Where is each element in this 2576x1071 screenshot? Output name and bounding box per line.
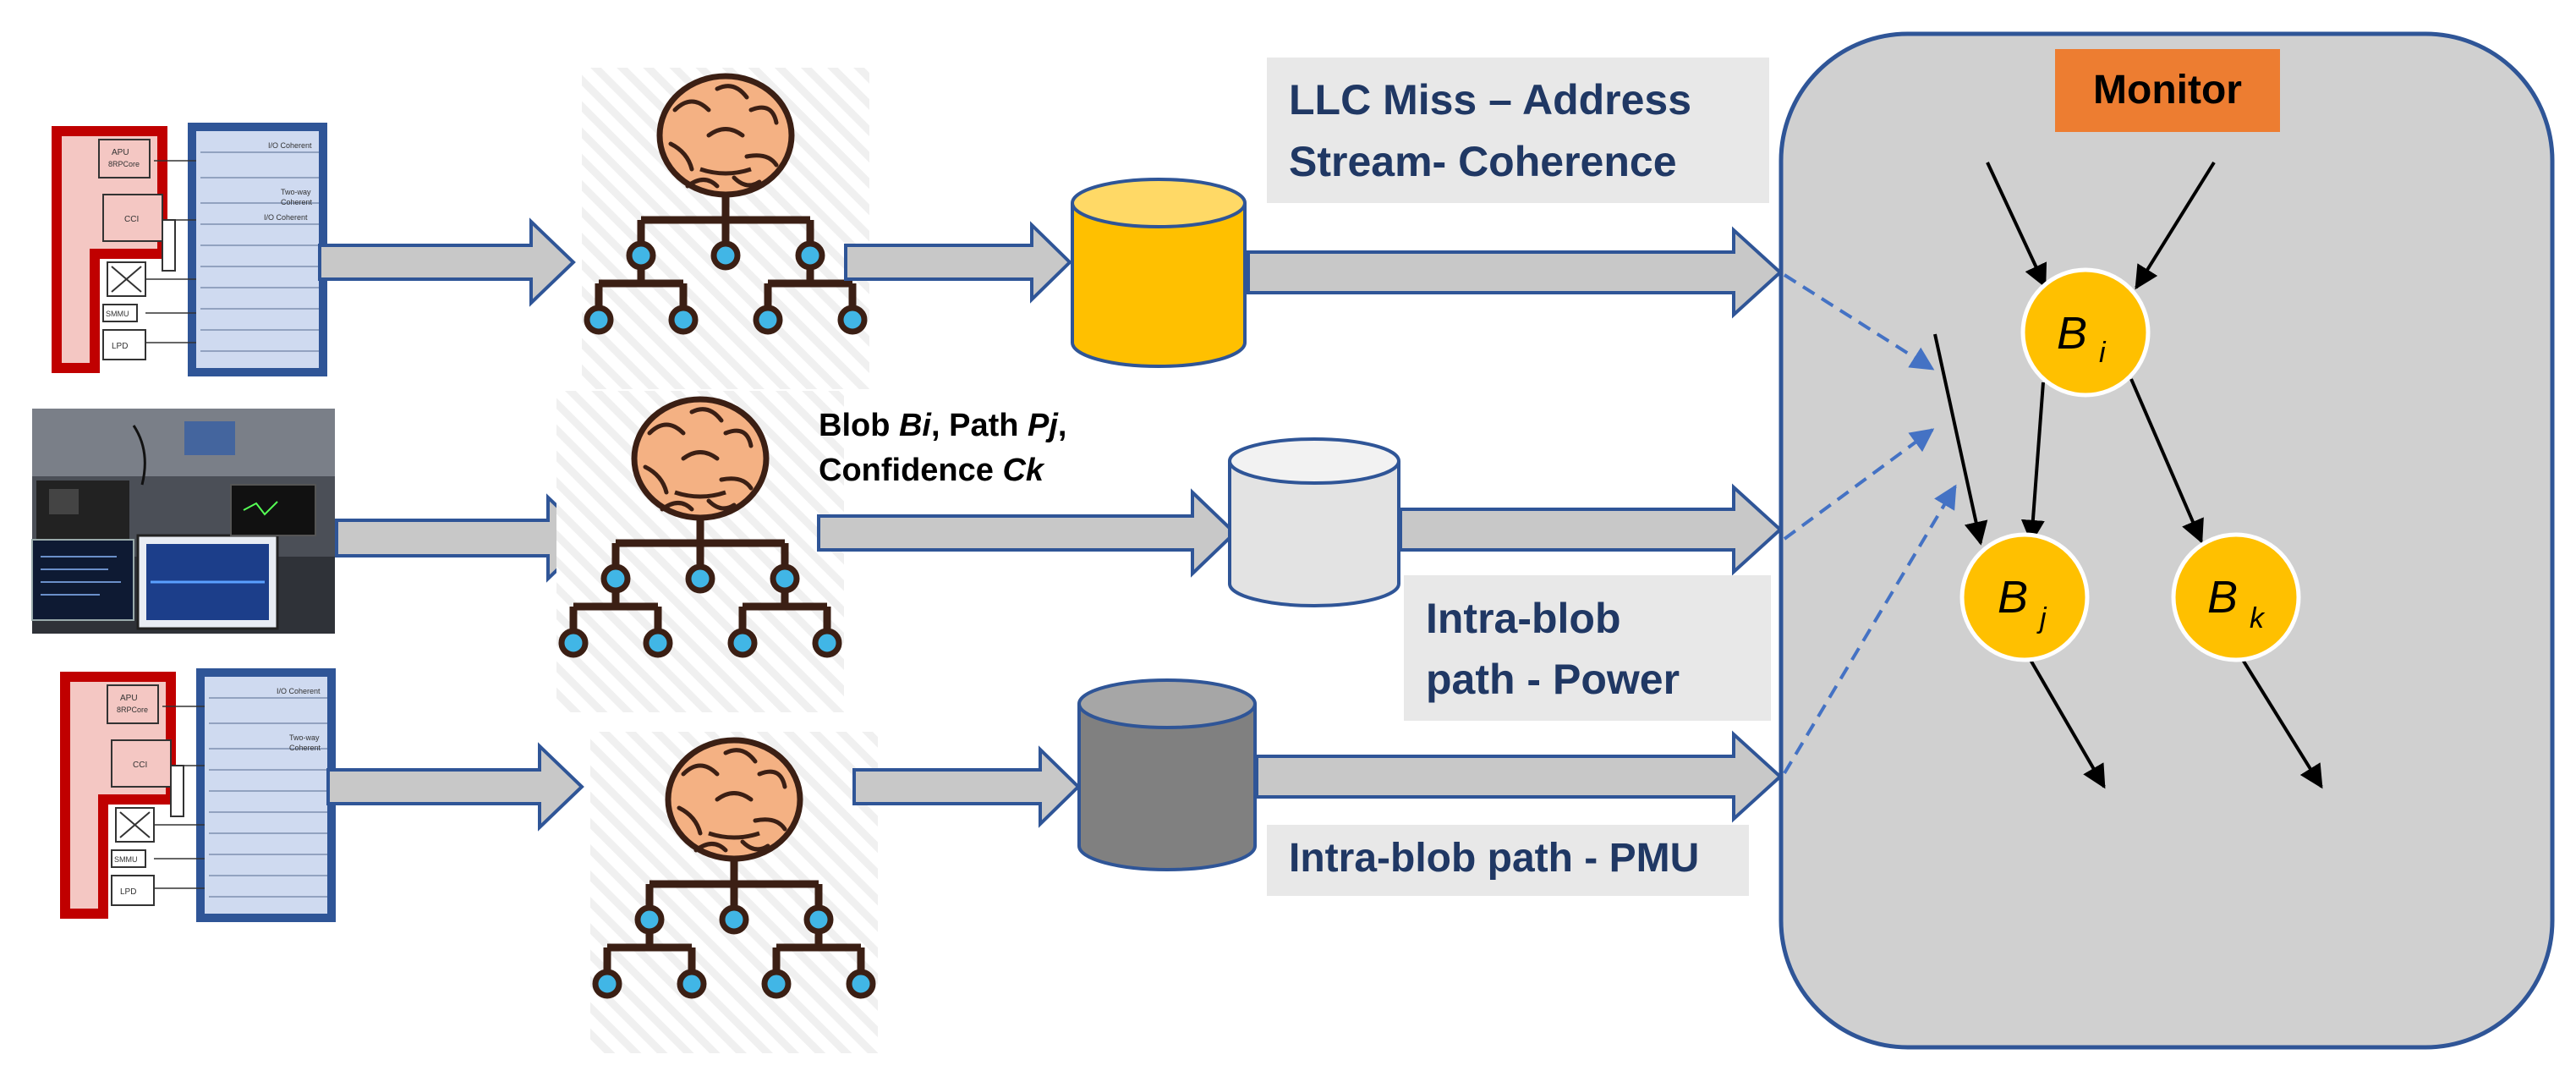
- block-arrow-row1-c: [1247, 226, 1783, 319]
- blob-path-text-line2: Confidence Ck: [819, 453, 1045, 488]
- schematic-thumbnail-bottom: APU 8RPCore CCI SMMU LPD I/O Coherent Tw…: [61, 673, 332, 918]
- database-icon-dark: [1077, 678, 1257, 871]
- svg-text:I/O Coherent: I/O Coherent: [264, 213, 308, 222]
- block-arrow-row3-b: [852, 745, 1081, 828]
- block-arrow-row1-b: [844, 221, 1072, 304]
- database-icon-gold: [1071, 178, 1247, 368]
- svg-text:SMMU: SMMU: [114, 855, 138, 864]
- block-arrow-row2-a: [335, 493, 593, 583]
- lab-photo-thumbnail: [31, 409, 335, 634]
- svg-text:B: B: [2057, 308, 2087, 359]
- monitor-panel: [1779, 31, 2555, 1050]
- svg-text:8RPCore: 8RPCore: [108, 160, 140, 168]
- brain-tree-icon-bottom: [590, 732, 878, 1053]
- block-arrow-row2-c: [1399, 483, 1783, 576]
- dashed-arrow-3: [1783, 484, 1957, 775]
- label-intra-blob-power: Intra-blob path - Power: [1404, 575, 1771, 721]
- node-bi: B i: [2020, 267, 2151, 398]
- svg-text:Intra-blob path - PMU: Intra-blob path - PMU: [1289, 836, 1699, 881]
- svg-text:Intra-blob: Intra-blob: [1426, 595, 1621, 642]
- svg-text:Monitor: Monitor: [2093, 68, 2242, 113]
- svg-text:B: B: [1998, 572, 2028, 623]
- svg-text:LLC Miss – Address: LLC Miss – Address: [1289, 76, 1691, 124]
- svg-text:CCI: CCI: [133, 761, 147, 770]
- block-arrow-row3-c: [1255, 730, 1783, 823]
- schematic-thumbnail-top: APU 8RPCore CCI SMMU LPD I/O Coherent Tw…: [52, 127, 323, 372]
- dashed-arrow-2: [1783, 428, 1935, 541]
- svg-text:I/O Coherent: I/O Coherent: [268, 141, 312, 150]
- svg-text:APU: APU: [112, 148, 129, 157]
- svg-text:k: k: [2250, 602, 2266, 634]
- svg-text:i: i: [2099, 337, 2107, 369]
- svg-text:path - Power: path - Power: [1426, 656, 1680, 703]
- svg-text:SMMU: SMMU: [106, 310, 129, 318]
- svg-text:I/O Coherent: I/O Coherent: [277, 687, 321, 695]
- dashed-arrow-1: [1783, 273, 1935, 371]
- svg-text:APU: APU: [120, 694, 138, 703]
- svg-text:LPD: LPD: [112, 342, 128, 351]
- brain-tree-icon-middle: [556, 391, 844, 712]
- brain-tree-icon-top: [582, 68, 869, 389]
- block-arrow-row1-a: [318, 217, 576, 307]
- graph-edges: [1933, 161, 2323, 789]
- monitor-title: Monitor: [2055, 49, 2280, 132]
- svg-text:CCI: CCI: [124, 215, 139, 224]
- label-intra-blob-pmu: Intra-blob path - PMU: [1267, 825, 1749, 896]
- node-bk: B k: [2171, 532, 2301, 662]
- svg-text:Coherent: Coherent: [281, 198, 313, 206]
- svg-text:j: j: [2036, 602, 2047, 634]
- svg-text:Two-way: Two-way: [289, 733, 320, 742]
- label-llc-miss: LLC Miss – Address Stream- Coherence: [1267, 58, 1769, 203]
- block-arrow-row3-a: [326, 742, 584, 832]
- block-arrow-row2-b: [817, 488, 1237, 578]
- svg-text:Stream- Coherence: Stream- Coherence: [1289, 138, 1677, 185]
- blob-path-text-line1: Blob Bi, Path Pj,: [819, 408, 1066, 443]
- svg-text:Two-way: Two-way: [281, 188, 311, 196]
- node-bj: B j: [1959, 532, 2090, 662]
- svg-text:8RPCore: 8RPCore: [117, 706, 148, 714]
- database-icon-light: [1228, 437, 1400, 607]
- svg-text:LPD: LPD: [120, 887, 136, 897]
- svg-text:Coherent: Coherent: [289, 744, 321, 752]
- svg-text:B: B: [2207, 572, 2238, 623]
